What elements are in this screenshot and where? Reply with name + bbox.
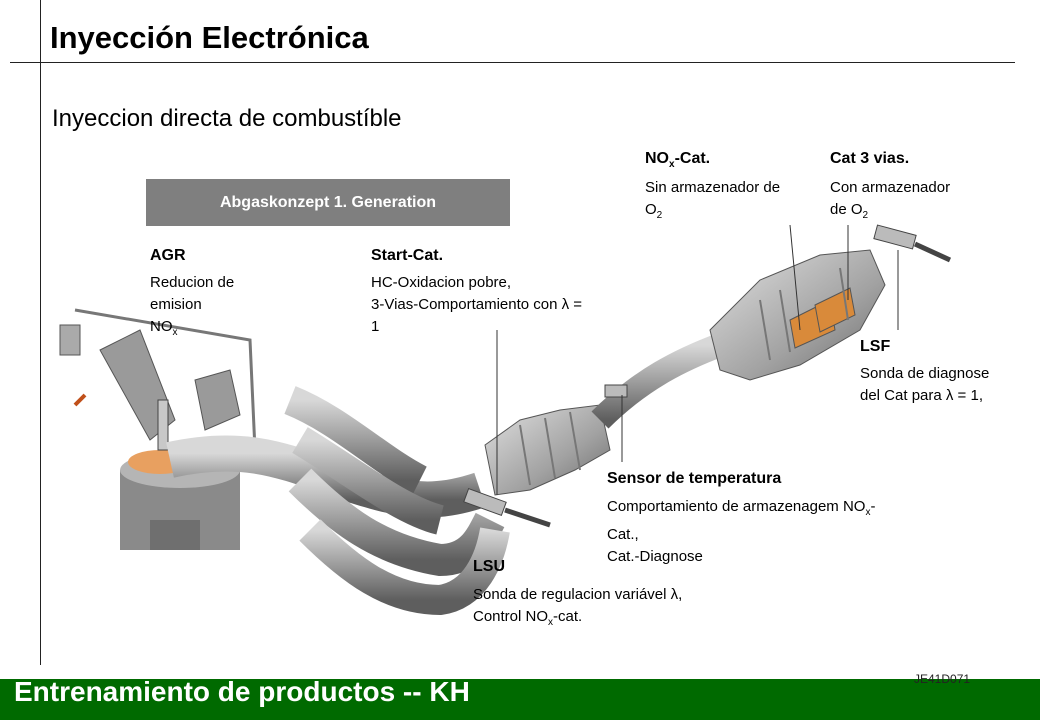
start-cat-line-3: 1	[371, 318, 380, 335]
agr-line-1: Reducion de	[150, 274, 235, 291]
nox-cat-line-2: O2	[645, 201, 663, 221]
sensor-temp-description: Comportamiento de armazenagem NOx- Cat.,…	[607, 496, 875, 568]
lsf-line-1: Sonda de diagnose	[860, 365, 990, 382]
agr-line-2: emision	[150, 296, 202, 313]
lsu-description: Sonda de regulacion variável λ, Control …	[473, 584, 682, 634]
lsf-line-2: del Cat para λ = 1,	[860, 387, 983, 404]
sensor-temp-line-1: Comportamiento de armazenagem NOx-	[607, 498, 876, 518]
sensor-temp-line-2: Cat.,	[607, 526, 639, 543]
agr-title: AGR	[150, 247, 186, 264]
lsf-title: LSF	[860, 338, 891, 355]
nox-cat-description: Sin armazenador de O2	[645, 177, 780, 227]
agr-line-3: NOx	[150, 318, 178, 338]
start-cat-description: HC-Oxidacion pobre, 3-Vias-Comportamient…	[371, 272, 582, 338]
start-catalyst	[484, 404, 611, 496]
start-cat-title: Start-Cat.	[371, 247, 444, 264]
generation-box: Abgaskonzept 1. Generation	[146, 179, 510, 226]
generation-box-label: Abgaskonzept 1. Generation	[219, 193, 437, 211]
title-rule	[10, 62, 1015, 63]
lsf-description: Sonda de diagnose del Cat para λ = 1,	[860, 363, 989, 407]
footer-text: Entrenamiento de productos -- KH	[14, 676, 470, 707]
cat3-line-1: Con armazenador	[830, 179, 951, 196]
sensor-temp-line-3: Cat.-Diagnose	[607, 548, 703, 565]
cat3-line-2: de O2	[830, 201, 869, 221]
nox-cat-line-1: Sin armazenador de	[645, 179, 781, 196]
cat3-title: Cat 3 vias.	[830, 150, 910, 167]
lsu-line-1: Sonda de regulacion variável λ,	[473, 586, 683, 603]
nox-cat-title: NOx-Cat.	[645, 150, 711, 171]
cat3-description: Con armazenador de O2	[830, 177, 950, 227]
page-subtitle: Inyeccion directa de combustíble	[52, 105, 402, 132]
engine-block	[59, 308, 257, 550]
start-cat-line-2: 3-Vias-Comportamiento con λ =	[371, 296, 583, 313]
sensor-probes	[463, 224, 952, 528]
lsu-title: LSU	[473, 558, 505, 575]
leader-lines	[496, 224, 899, 495]
exhaust-manifold	[166, 386, 510, 616]
main-catalyst	[709, 249, 886, 381]
left-rule	[40, 0, 41, 665]
footer-bar	[0, 679, 1040, 720]
sensor-temp-title: Sensor de temperatura	[607, 470, 782, 487]
start-cat-line-1: HC-Oxidacion pobre,	[371, 274, 512, 291]
slide-code: JE41D071	[914, 672, 971, 686]
lsu-line-2: Control NOx-cat.	[473, 608, 583, 628]
page-title: Inyección Electrónica	[50, 20, 369, 55]
middle-pipe	[591, 333, 725, 429]
agr-description: Reducion de emision NOx	[150, 272, 234, 344]
